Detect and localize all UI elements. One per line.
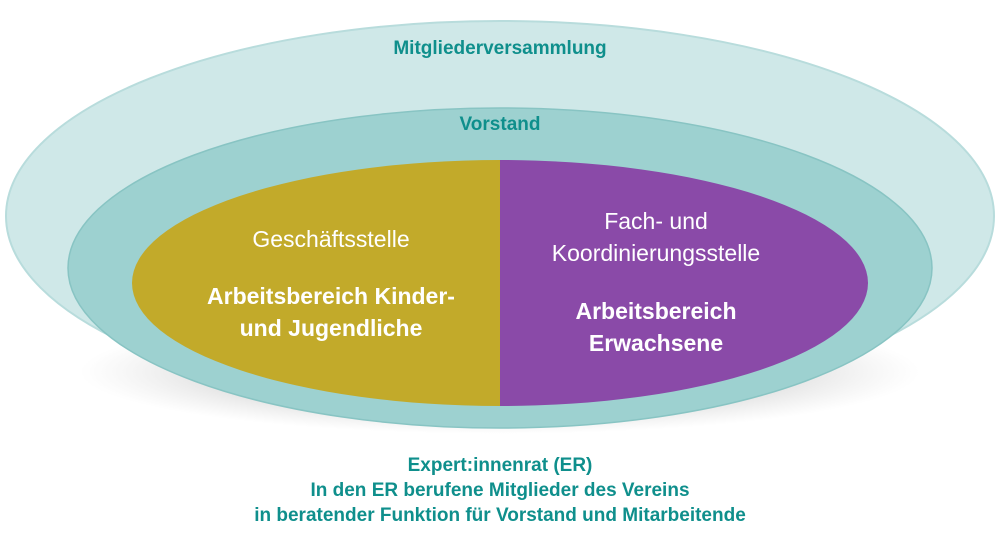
- right-area-line1: Arbeitsbereich: [575, 298, 736, 324]
- left-office-label: Geschäftsstelle: [252, 226, 409, 252]
- left-area-line2: und Jugendliche: [240, 315, 423, 341]
- right-office-line1: Fach- und: [604, 208, 708, 234]
- expert-council-line2: in beratender Funktion für Vorstand und …: [254, 505, 746, 526]
- right-area-line2: Erwachsene: [589, 330, 723, 356]
- left-area-line1: Arbeitsbereich Kinder-: [207, 283, 455, 309]
- outer-label: Mitgliederversammlung: [393, 38, 606, 59]
- expert-council-line1: In den ER berufene Mitglieder des Verein…: [310, 480, 690, 501]
- right-office-line2: Koordinierungsstelle: [552, 240, 760, 266]
- expert-council-title: Expert:innenrat (ER): [407, 455, 593, 476]
- middle-label: Vorstand: [460, 114, 541, 135]
